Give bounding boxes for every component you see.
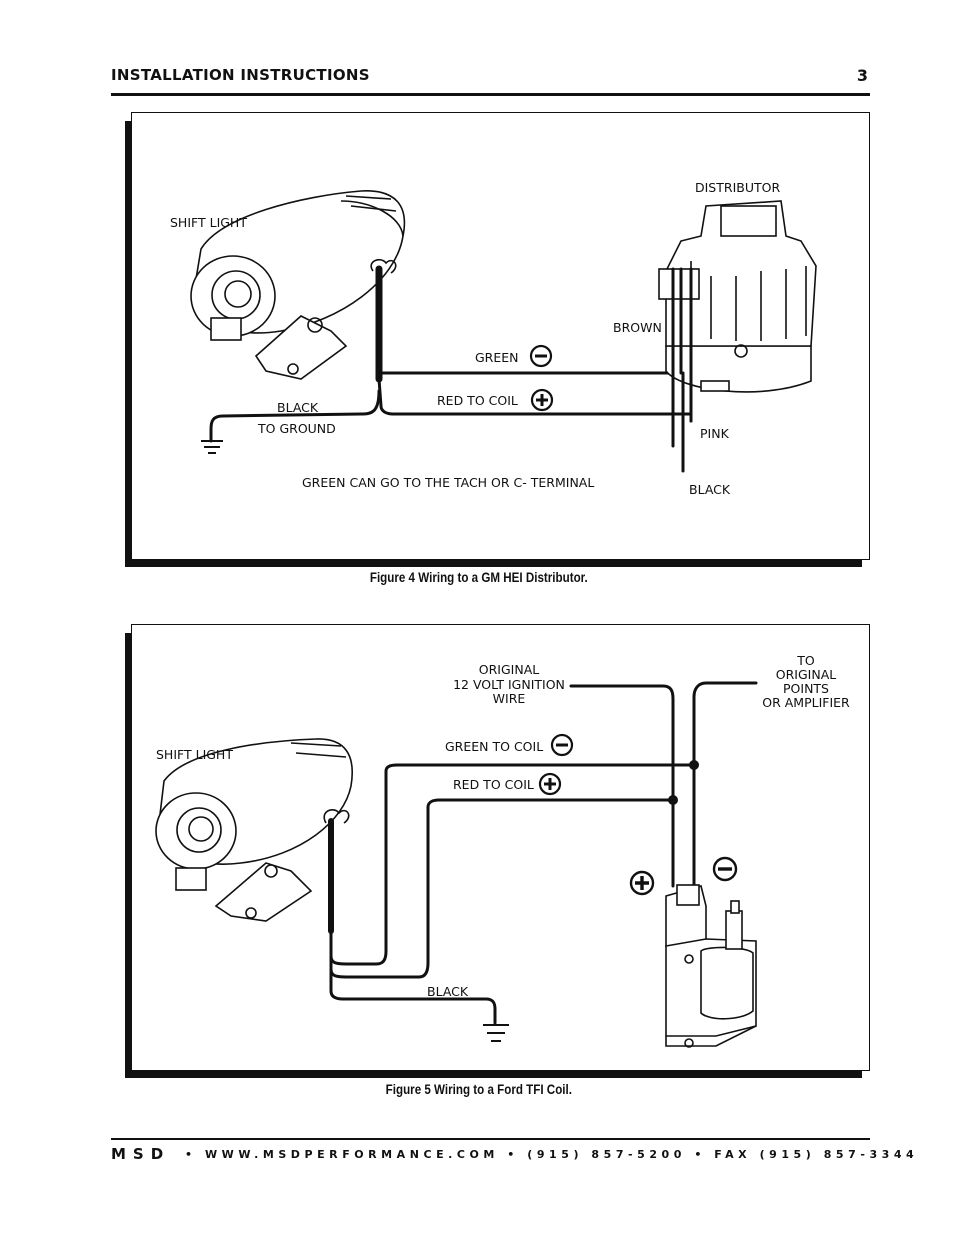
label-green: GREEN [475, 350, 519, 365]
label-to-ground: TO GROUND [257, 421, 336, 436]
label-shift-light: SHIFT LIGHT [156, 747, 233, 762]
label-black: BLACK [427, 984, 469, 999]
figure4-caption: Figure 4 Wiring to a GM HEI Distributor. [369, 570, 588, 585]
figure4-diagram: DISTRIBUTOR SHIFT LIGHT BROWN GREEN RED … [170, 180, 817, 497]
page-footer: MSD • WWW.MSDPERFORMANCE.COM • (915) 857… [111, 1145, 914, 1163]
label-note: GREEN CAN GO TO THE TACH OR C- TERMINAL [302, 475, 594, 490]
footer-rule [111, 1138, 870, 1140]
shift-light-icon [155, 738, 353, 922]
figure5-caption: Figure 5 Wiring to a Ford TFI Coil. [385, 1082, 572, 1097]
label-original-2: 12 VOLT IGNITION [453, 677, 565, 692]
label-green-to-coil: GREEN TO COIL [445, 739, 543, 754]
label-brown: BROWN [613, 320, 662, 335]
label-shift-light: SHIFT LIGHT [170, 215, 247, 230]
label-black-wire: BLACK [689, 482, 731, 497]
figure5-diagram: ORIGINAL 12 VOLT IGNITION WIRE TO ORIGIN… [155, 653, 850, 1048]
label-original-3: WIRE [493, 691, 526, 706]
label-red-to-coil: RED TO COIL [453, 777, 534, 792]
label-red-to-coil: RED TO COIL [437, 393, 518, 408]
figure4-panel: DISTRIBUTOR SHIFT LIGHT BROWN GREEN RED … [131, 112, 870, 560]
page-header: INSTALLATION INSTRUCTIONS 3 [111, 66, 870, 88]
distributor-icon [658, 200, 817, 393]
label-black: BLACK [277, 400, 319, 415]
footer-contact: • WWW.MSDPERFORMANCE.COM • (915) 857-520… [185, 1148, 919, 1161]
label-distributor: DISTRIBUTOR [695, 180, 780, 195]
coil-icon [665, 884, 757, 1048]
header-rule [111, 93, 870, 96]
footer-brand: MSD [111, 1145, 171, 1163]
header-title: INSTALLATION INSTRUCTIONS [111, 66, 370, 84]
figure5-panel: ORIGINAL 12 VOLT IGNITION WIRE TO ORIGIN… [131, 624, 870, 1071]
shift-light-icon [190, 190, 406, 380]
label-to-1: TO [796, 653, 815, 668]
page-number: 3 [856, 66, 868, 85]
label-pink: PINK [700, 426, 730, 441]
label-to-3: POINTS [783, 681, 829, 696]
label-to-4: OR AMPLIFIER [762, 695, 850, 710]
label-to-2: ORIGINAL [776, 667, 836, 682]
label-original-1: ORIGINAL [479, 662, 539, 677]
